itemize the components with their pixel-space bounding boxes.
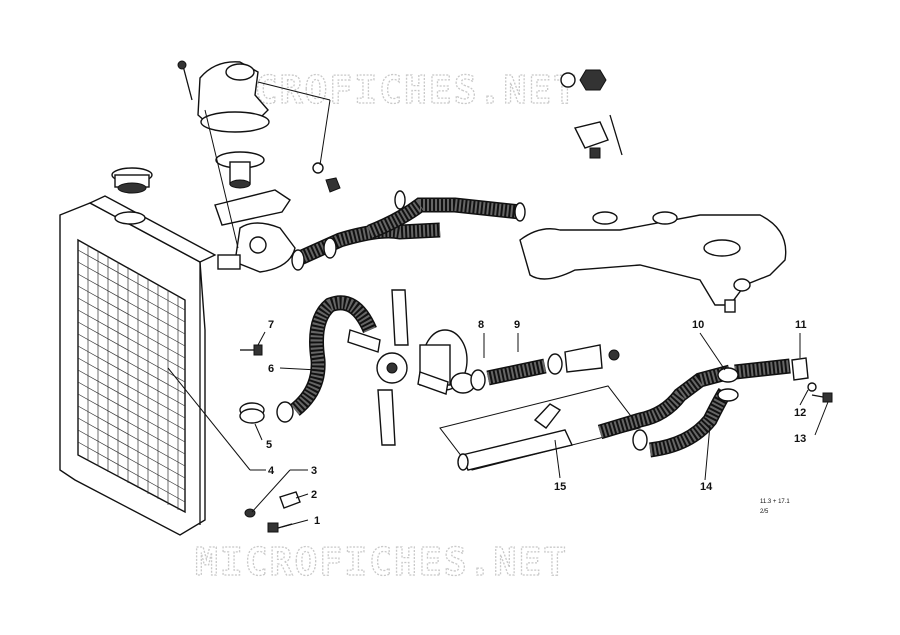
callout-11: 11 [795,319,807,331]
hose-9 [470,344,620,391]
filler-neck [114,211,146,225]
hose-clamp-10 [717,367,739,383]
callout-13: 13 [794,433,806,445]
pipe-15 [439,385,641,471]
callout-5: 5 [266,439,272,451]
radiator [59,195,217,536]
reference-code: 11.3 + 17.1 [760,499,790,505]
radiator-cap [111,167,153,194]
fitting-11 [791,357,809,381]
callout-10: 10 [692,319,704,331]
callout-12: 12 [794,407,806,419]
reference-page: 2/5 [760,509,769,515]
fan [347,289,449,446]
temperature-sender [560,69,623,159]
thermostat-housing [177,60,341,273]
bolt-7 [240,344,263,356]
callout-6: 6 [268,363,274,375]
bolt-13 [811,392,833,403]
leader-lines [167,331,829,528]
callout-7: 7 [268,319,274,331]
upper-hose [291,190,526,271]
thermostat-leaders [204,81,331,249]
callout-15: 15 [554,481,566,493]
callout-9: 9 [514,319,520,331]
callout-4: 4 [268,465,275,477]
coolant-manifold [519,211,787,313]
radiator-core-grid [77,245,186,510]
callout-14: 14 [700,481,713,493]
callout-2: 2 [311,489,317,501]
callout-1: 1 [314,515,320,527]
watermark-top: MICROFICHES.NET [205,68,578,112]
watermark-bottom: MICROFICHES.NET [195,540,568,584]
hose-14 [597,358,791,458]
callout-3: 3 [311,465,317,477]
hose-clamp-5 [239,402,265,424]
drain-parts [244,491,301,533]
hose-6 [276,295,377,423]
washer-12 [807,382,817,392]
callout-8: 8 [478,319,484,331]
